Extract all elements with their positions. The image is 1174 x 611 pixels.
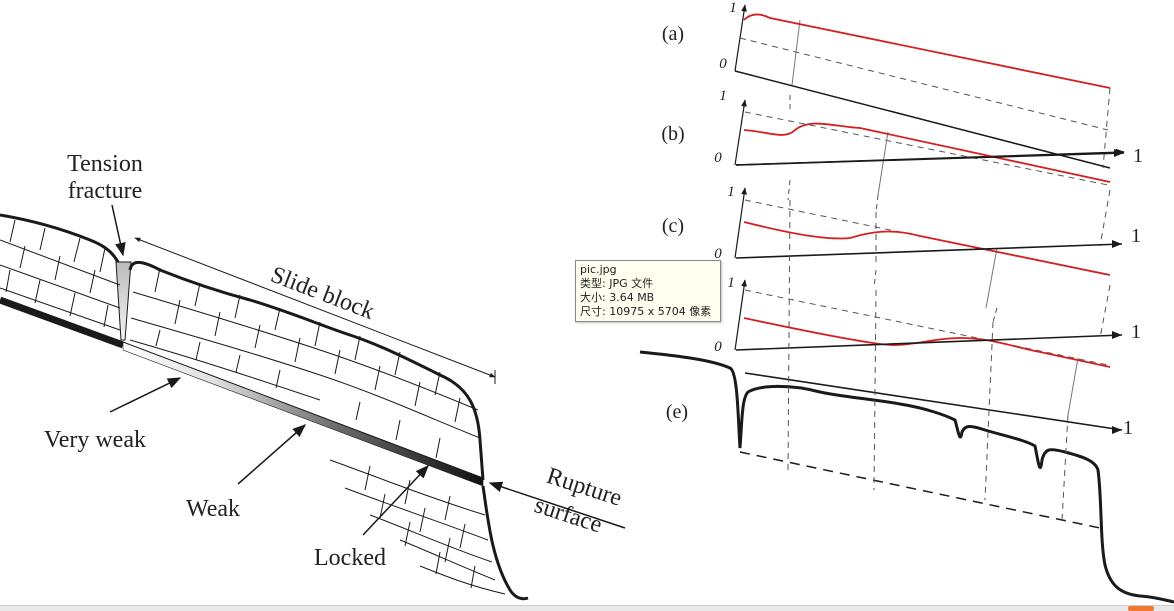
basal-layer-left [0, 296, 125, 349]
arrow-rupture-surface [488, 481, 626, 529]
panel-c-xend: 1 [1131, 225, 1141, 247]
panel-e-label: (e) [666, 401, 688, 423]
panel-c-curve [743, 221, 1111, 276]
label-locked: Locked [314, 545, 386, 571]
panel-d-ytop: 1 [727, 275, 735, 291]
panel-d-yzero: 0 [714, 339, 722, 355]
panel-b-xend: 1 [1133, 145, 1143, 167]
evolution-panels: (a) 1 0 (b) 1 0 1 [639, 0, 1174, 604]
panel-a-ytop: 1 [729, 0, 737, 16]
tooltip-filename: pic.jpg [580, 263, 617, 276]
panel-d-xend: 1 [1131, 321, 1141, 343]
label-fracture: fracture [68, 178, 143, 204]
bedding-lower [329, 459, 506, 595]
panel-a-curve [743, 13, 1111, 89]
label-slide-block: Slide block [267, 262, 378, 325]
arrow-locked [362, 465, 429, 536]
scroll-position-marker[interactable] [1128, 606, 1154, 611]
panel-c: (c) 1 0 1 [662, 179, 1141, 309]
tooltip-type: 类型: JPG 文件 [580, 277, 654, 290]
arrow-very-weak [109, 377, 182, 413]
slide-block-extent-arrow [134, 237, 496, 378]
tension-crack [115, 261, 132, 341]
slope-cross-section: Tension fracture Slide block Very weak W… [0, 151, 626, 601]
panel-e-ground-profile [639, 350, 1174, 604]
panel-e-xend: 1 [1123, 417, 1133, 439]
panel-c-label: (c) [662, 215, 684, 237]
tooltip-size: 大小: 3.64 MB [580, 291, 655, 304]
panel-b: (b) 1 0 1 [661, 88, 1143, 196]
arrow-tension-fracture [111, 204, 126, 257]
panel-a: (a) 1 0 [662, 0, 1111, 169]
ground-surface-left [0, 213, 120, 263]
tooltip-dimensions: 尺寸: 10975 x 5704 像素 [580, 305, 712, 318]
axis-arrowheads [1112, 149, 1124, 339]
slip-surface-gradient [122, 341, 484, 487]
panel-b-ytop: 1 [719, 88, 727, 104]
bottom-scrollbar[interactable] [0, 605, 1174, 611]
panel-e-base-dashed [739, 451, 1101, 529]
panel-a-label: (a) [662, 23, 684, 45]
panel-b-yzero: 0 [714, 150, 722, 166]
panel-c-ytop: 1 [727, 184, 735, 200]
toe-outline [481, 485, 529, 601]
panel-b-curve [743, 122, 1111, 183]
label-weak: Weak [186, 496, 240, 522]
panel-a-yzero: 0 [719, 56, 727, 72]
panel-b-label: (b) [661, 123, 684, 145]
panel-e: (e) 1 [639, 350, 1174, 604]
axis-baselines [735, 152, 1125, 351]
label-very-weak: Very weak [44, 427, 146, 453]
label-tension: Tension [67, 151, 143, 177]
panel-c-yzero: 0 [714, 246, 722, 262]
vertical-guides [787, 199, 1069, 521]
file-info-tooltip: pic.jpg 类型: JPG 文件 大小: 3.64 MB 尺寸: 10975… [575, 260, 721, 322]
bedding-left [0, 219, 121, 331]
arrow-weak [237, 424, 307, 485]
